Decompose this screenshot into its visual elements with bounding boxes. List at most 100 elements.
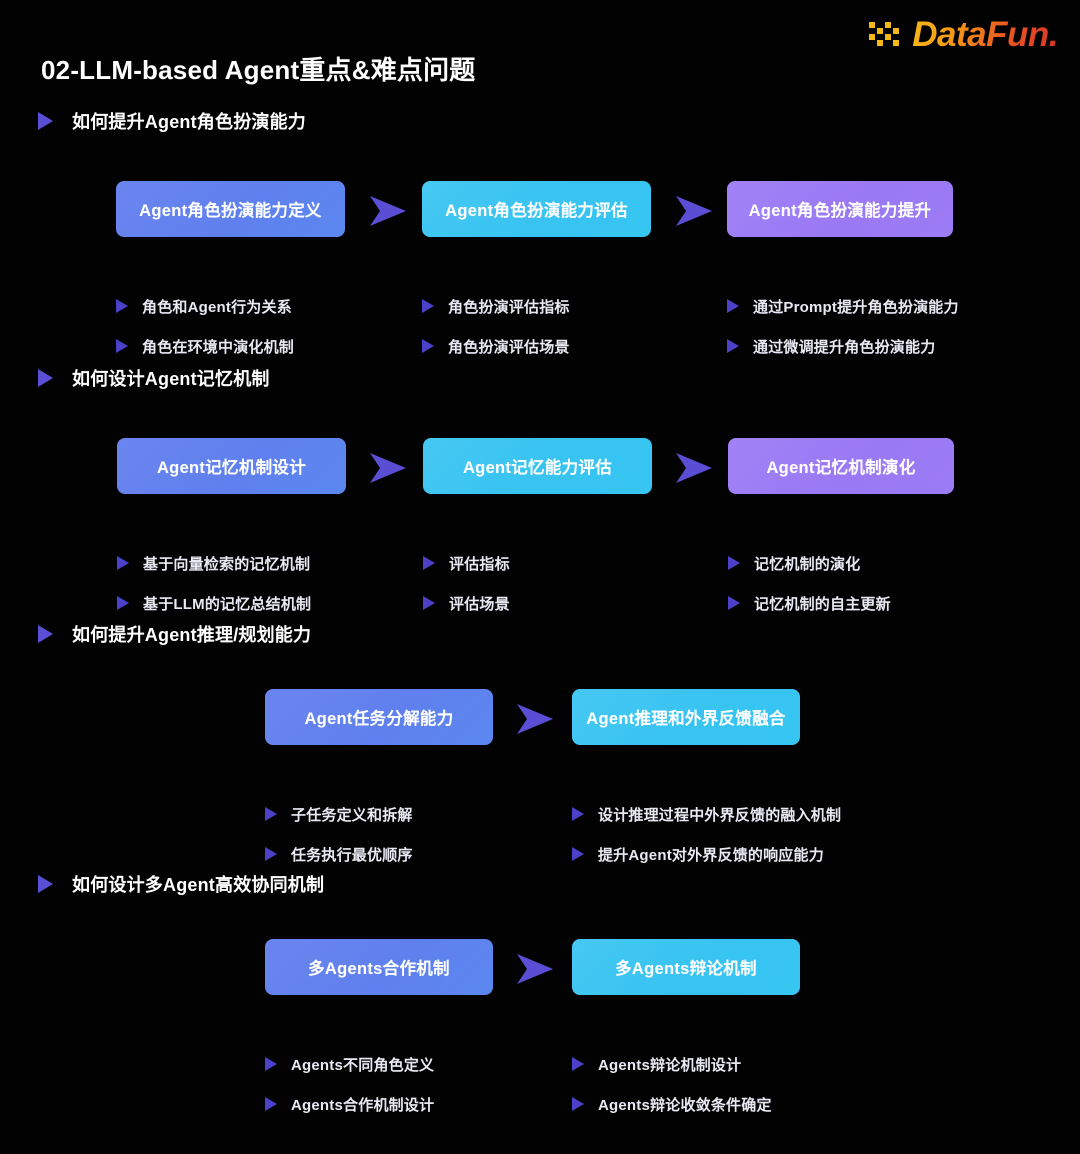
flow-node[interactable]: Agent角色扮演能力提升 — [727, 181, 953, 237]
list-item-label: 任务执行最优顺序 — [291, 846, 413, 864]
bullet-column: 基于向量检索的记忆机制基于LLM的记忆总结机制 — [117, 543, 311, 623]
list-item-label: Agents辩论收敛条件确定 — [598, 1096, 772, 1114]
triangle-bullet-icon — [728, 596, 740, 610]
triangle-bullet-icon — [265, 1057, 277, 1071]
list-item[interactable]: 子任务定义和拆解 — [265, 794, 413, 834]
node-row-1: Agent角色扮演能力定义 Agent角色扮演能力评估 Agent角色扮演能力提升 — [0, 181, 1080, 243]
flow-node[interactable]: Agent推理和外界反馈融合 — [572, 689, 800, 745]
flow-node[interactable]: Agent记忆能力评估 — [423, 438, 652, 494]
triangle-bullet-icon — [38, 112, 53, 130]
bullet-column: Agents不同角色定义 Agents合作机制设计 — [265, 1044, 434, 1124]
chevron-right-icon — [676, 196, 712, 226]
bullet-column: 设计推理过程中外界反馈的融入机制提升Agent对外界反馈的响应能力 — [572, 794, 841, 874]
list-item-label: 角色和Agent行为关系 — [142, 298, 292, 316]
section-heading-3[interactable]: 如何提升Agent推理/规划能力 — [0, 621, 1080, 647]
triangle-bullet-icon — [117, 596, 129, 610]
list-item-label: 基于向量检索的记忆机制 — [143, 555, 311, 573]
list-item[interactable]: Agents合作机制设计 — [265, 1084, 434, 1124]
page-title: 02-LLM-based Agent重点&难点问题 — [41, 55, 476, 85]
list-item-label: 设计推理过程中外界反馈的融入机制 — [598, 806, 842, 824]
list-item[interactable]: 评估场景 — [423, 583, 510, 623]
triangle-bullet-icon — [572, 847, 584, 861]
logo-text: DataFun. — [912, 15, 1058, 54]
list-item[interactable]: 通过Prompt提升角色扮演能力 — [727, 286, 959, 326]
triangle-bullet-icon — [423, 596, 435, 610]
list-item[interactable]: 角色扮演评估场景 — [422, 326, 570, 366]
section-heading-2[interactable]: 如何设计Agent记忆机制 — [0, 365, 1080, 391]
triangle-bullet-icon — [572, 1097, 584, 1111]
flow-chevron — [513, 703, 557, 735]
list-item-label: 基于LLM的记忆总结机制 — [143, 595, 312, 613]
list-item-label: 角色在环境中演化机制 — [142, 338, 295, 356]
triangle-bullet-icon — [727, 339, 739, 353]
chevron-right-icon — [676, 453, 712, 483]
list-item-label: 记忆机制的演化 — [754, 555, 861, 573]
flow-node[interactable]: Agent角色扮演能力评估 — [422, 181, 651, 237]
list-item[interactable]: Agents不同角色定义 — [265, 1044, 434, 1084]
list-item[interactable]: 角色扮演评估指标 — [422, 286, 570, 326]
flow-chevron — [672, 195, 716, 227]
pixel-checker-icon — [869, 22, 900, 46]
list-item-label: 提升Agent对外界反馈的响应能力 — [598, 846, 824, 864]
list-item-label: 评估场景 — [449, 595, 510, 613]
list-item-label: Agents不同角色定义 — [291, 1056, 435, 1074]
triangle-bullet-icon — [38, 875, 53, 893]
flow-node[interactable]: Agent记忆机制设计 — [117, 438, 346, 494]
bullet-column: 记忆机制的演化记忆机制的自主更新 — [728, 543, 891, 623]
flow-chevron — [513, 953, 557, 985]
bullet-column: 评估指标评估场景 — [423, 543, 510, 623]
list-item[interactable]: 记忆机制的自主更新 — [728, 583, 891, 623]
list-item[interactable]: 基于向量检索的记忆机制 — [117, 543, 311, 583]
datafun-logo: DataFun. — [867, 14, 1058, 56]
list-item-label: 子任务定义和拆解 — [291, 806, 413, 824]
triangle-bullet-icon — [116, 339, 128, 353]
list-item[interactable]: 记忆机制的演化 — [728, 543, 891, 583]
section-heading-4[interactable]: 如何设计多Agent高效协同机制 — [0, 871, 1080, 897]
flow-chevron — [366, 195, 410, 227]
chevron-right-icon — [370, 196, 406, 226]
triangle-bullet-icon — [265, 807, 277, 821]
list-item[interactable]: 通过微调提升角色扮演能力 — [727, 326, 959, 366]
chevron-right-icon — [517, 704, 553, 734]
triangle-bullet-icon — [423, 556, 435, 570]
chevron-right-icon — [517, 954, 553, 984]
section-heading-label: 如何设计多Agent高效协同机制 — [72, 875, 325, 895]
list-item[interactable]: 提升Agent对外界反馈的响应能力 — [572, 834, 841, 874]
section-heading-label: 如何提升Agent推理/规划能力 — [72, 625, 312, 645]
list-item-label: 记忆机制的自主更新 — [754, 595, 891, 613]
chevron-right-icon — [370, 453, 406, 483]
node-row-3: Agent任务分解能力 Agent推理和外界反馈融合 — [0, 689, 1080, 751]
triangle-bullet-icon — [116, 299, 128, 313]
section-3: 如何提升Agent推理/规划能力 Agent任务分解能力 Agent推理和外界反馈融… — [0, 621, 1080, 864]
list-item-label: 通过微调提升角色扮演能力 — [753, 338, 936, 356]
list-item[interactable]: 任务执行最优顺序 — [265, 834, 413, 874]
node-row-2: Agent记忆机制设计 Agent记忆能力评估 Agent记忆机制演化 — [0, 438, 1080, 500]
triangle-bullet-icon — [572, 1057, 584, 1071]
list-item-label: 角色扮演评估场景 — [448, 338, 570, 356]
list-item[interactable]: Agents辩论收敛条件确定 — [572, 1084, 772, 1124]
flow-node[interactable]: Agent角色扮演能力定义 — [116, 181, 345, 237]
triangle-bullet-icon — [265, 847, 277, 861]
triangle-bullet-icon — [117, 556, 129, 570]
bullet-column: Agents辩论机制设计 Agents辩论收敛条件确定 — [572, 1044, 772, 1124]
list-item[interactable]: 评估指标 — [423, 543, 510, 583]
list-item[interactable]: 基于LLM的记忆总结机制 — [117, 583, 311, 623]
list-item[interactable]: Agents辩论机制设计 — [572, 1044, 772, 1084]
flow-node[interactable]: 多Agents辩论机制 — [572, 939, 800, 995]
section-heading-1[interactable]: 如何提升Agent角色扮演能力 — [0, 108, 1080, 134]
node-row-4: 多Agents合作机制 多Agents辩论机制 — [0, 939, 1080, 1001]
triangle-bullet-icon — [422, 339, 434, 353]
list-item[interactable]: 角色在环境中演化机制 — [116, 326, 294, 366]
flow-node[interactable]: 多Agents合作机制 — [265, 939, 493, 995]
triangle-bullet-icon — [572, 807, 584, 821]
flow-node[interactable]: Agent任务分解能力 — [265, 689, 493, 745]
bullet-column: 角色和Agent行为关系角色在环境中演化机制 — [116, 286, 294, 366]
list-item-label: Agents合作机制设计 — [291, 1096, 435, 1114]
list-item[interactable]: 设计推理过程中外界反馈的融入机制 — [572, 794, 841, 834]
list-item[interactable]: 角色和Agent行为关系 — [116, 286, 294, 326]
list-item-label: 评估指标 — [449, 555, 510, 573]
flow-node[interactable]: Agent记忆机制演化 — [728, 438, 954, 494]
triangle-bullet-icon — [727, 299, 739, 313]
